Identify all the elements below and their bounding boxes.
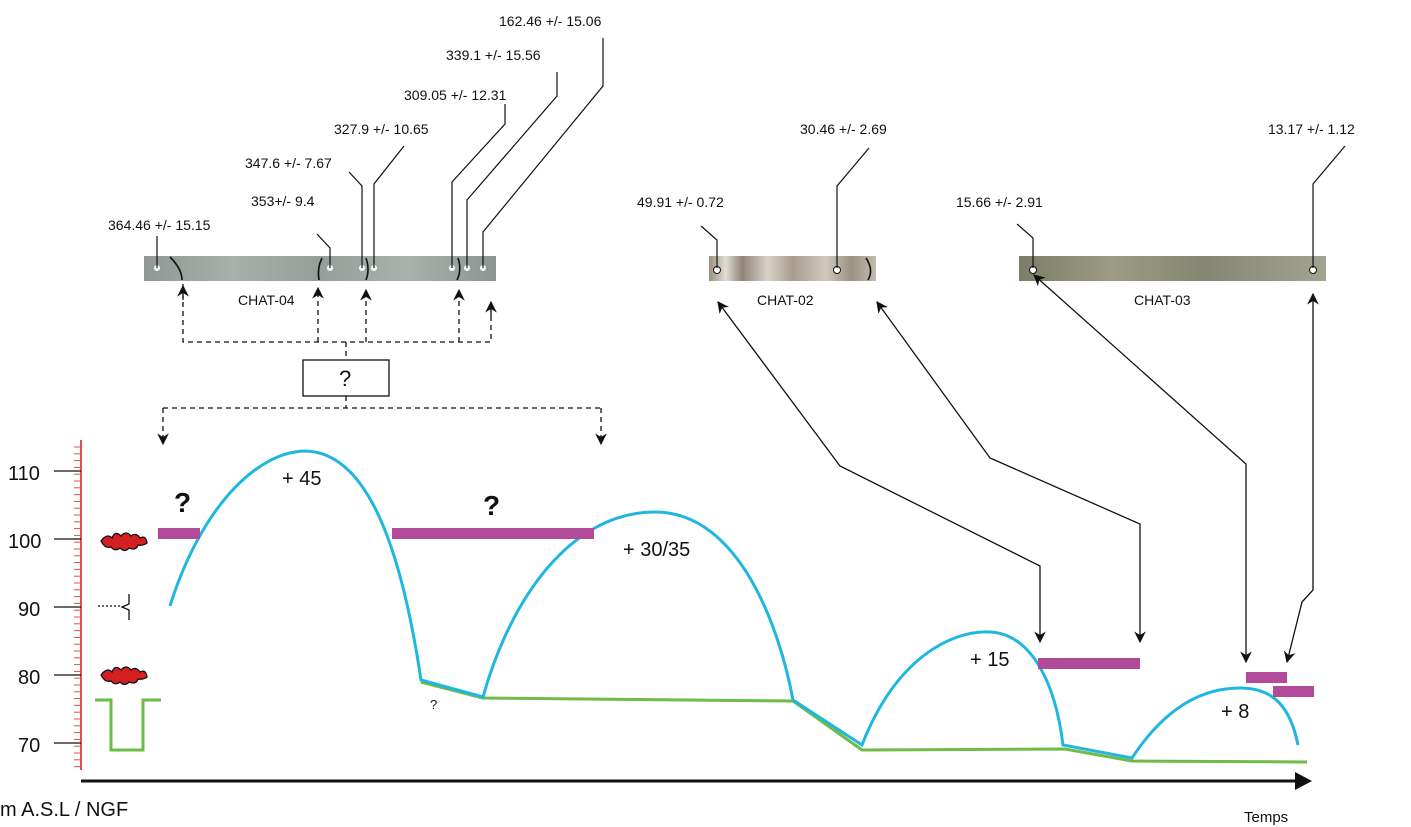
age-leaders — [156, 38, 1346, 268]
highstand-bar — [158, 528, 200, 539]
core-chat02-strip — [709, 256, 876, 281]
lamina-boundary — [317, 257, 323, 281]
age-label: 364.46 +/- 15.15 — [108, 217, 211, 233]
age-label: 15.66 +/- 2.91 — [956, 194, 1043, 210]
highstand-curve — [168, 449, 1300, 760]
correlation-arrow-chat03-base — [1033, 274, 1252, 664]
lamina-boundary — [865, 257, 872, 281]
correlation-arrows — [717, 274, 1319, 664]
uncertain-links — [157, 284, 607, 446]
age-label: 30.46 +/- 2.69 — [800, 121, 887, 137]
leader-line — [482, 38, 604, 268]
core-chat02: CHAT-02 — [709, 256, 876, 308]
lamina-boundary — [169, 256, 183, 281]
axis-tick-label: 90 — [18, 599, 40, 621]
leader-line — [700, 225, 718, 268]
correlation-arrow-chat03-top — [1283, 292, 1319, 664]
age-label: 49.91 +/- 0.72 — [637, 194, 724, 210]
time-axis-arrowhead — [1295, 772, 1312, 790]
highstand-bar — [1246, 672, 1287, 683]
axis-tick-label: 110 — [8, 463, 40, 485]
correlation-arrow-chat02-base — [717, 301, 1046, 644]
highstand-bar — [1038, 658, 1140, 669]
question-mark: ? — [483, 490, 500, 521]
highstand-labels: + 45 + 30/35 + 15 + 8 ? ? ? — [174, 468, 1249, 723]
elevation-axis: 110 100 90 80 70 m A.S.L / NGF — [0, 440, 128, 821]
lamina-boundary — [365, 257, 369, 281]
question-mark: ? — [174, 487, 191, 518]
age-label: 327.9 +/- 10.65 — [334, 121, 429, 137]
core-chat03-label: CHAT-03 — [1134, 292, 1191, 308]
core-chat03-strip — [1019, 256, 1326, 281]
axis-tick-label: 100 — [8, 531, 41, 553]
highstand-label: + 45 — [282, 468, 321, 490]
cave-profile-icon — [95, 698, 161, 752]
correlation-arrow-chat02-top — [876, 301, 1146, 644]
concretion-icon — [100, 666, 148, 686]
age-label: 309.05 +/- 12.31 — [404, 87, 507, 103]
core-chat02-label: CHAT-02 — [757, 292, 814, 308]
notch-icon — [98, 594, 130, 620]
age-label: 162.46 +/- 15.06 — [499, 13, 602, 29]
leader-line — [836, 147, 870, 268]
highstand-bar — [1273, 686, 1314, 697]
age-label: 339.1 +/- 15.56 — [446, 47, 541, 63]
core-chat04: CHAT-04 — [144, 256, 496, 308]
scale-minor-ticks — [74, 446, 81, 768]
question-mark: ? — [430, 697, 437, 712]
leader-line — [348, 171, 363, 268]
unknown-correlation-box — [302, 359, 390, 397]
leader-line — [1312, 145, 1346, 268]
leader-line — [1016, 223, 1034, 268]
unknown-correlation-mark: ? — [339, 366, 351, 391]
core-chat04-strip — [144, 256, 496, 281]
highstand-label: + 8 — [1221, 701, 1249, 723]
concretion-icon — [100, 532, 148, 552]
highstand-bars — [158, 528, 1314, 697]
axis-tick-label: 80 — [18, 667, 40, 689]
leader-line — [466, 72, 558, 268]
highstand-label: + 15 — [970, 649, 1009, 671]
leader-line — [316, 233, 331, 268]
leader-line — [451, 104, 506, 268]
axis-tick-label: 70 — [18, 735, 40, 757]
ground-level-line — [420, 680, 1308, 764]
time-axis-label: Temps — [1244, 809, 1288, 826]
age-label: 353+/- 9.4 — [251, 193, 315, 209]
core-chat03: CHAT-03 — [1019, 256, 1326, 308]
highstand-bar — [392, 528, 594, 539]
highstand-label: + 30/35 — [623, 539, 690, 561]
age-labels: 364.46 +/- 15.15 353+/- 9.4 347.6 +/- 7.… — [108, 13, 1355, 233]
time-axis: Temps — [81, 772, 1312, 826]
age-label: 347.6 +/- 7.67 — [245, 155, 332, 171]
leader-line — [373, 145, 405, 268]
age-label: 13.17 +/- 1.12 — [1268, 121, 1355, 137]
axis-unit-label: m A.S.L / NGF — [0, 799, 128, 821]
dashed-bracket — [182, 284, 492, 343]
core-chat04-label: CHAT-04 — [238, 292, 295, 308]
sea-level-curves — [168, 449, 1308, 764]
lamina-boundary — [456, 257, 461, 281]
